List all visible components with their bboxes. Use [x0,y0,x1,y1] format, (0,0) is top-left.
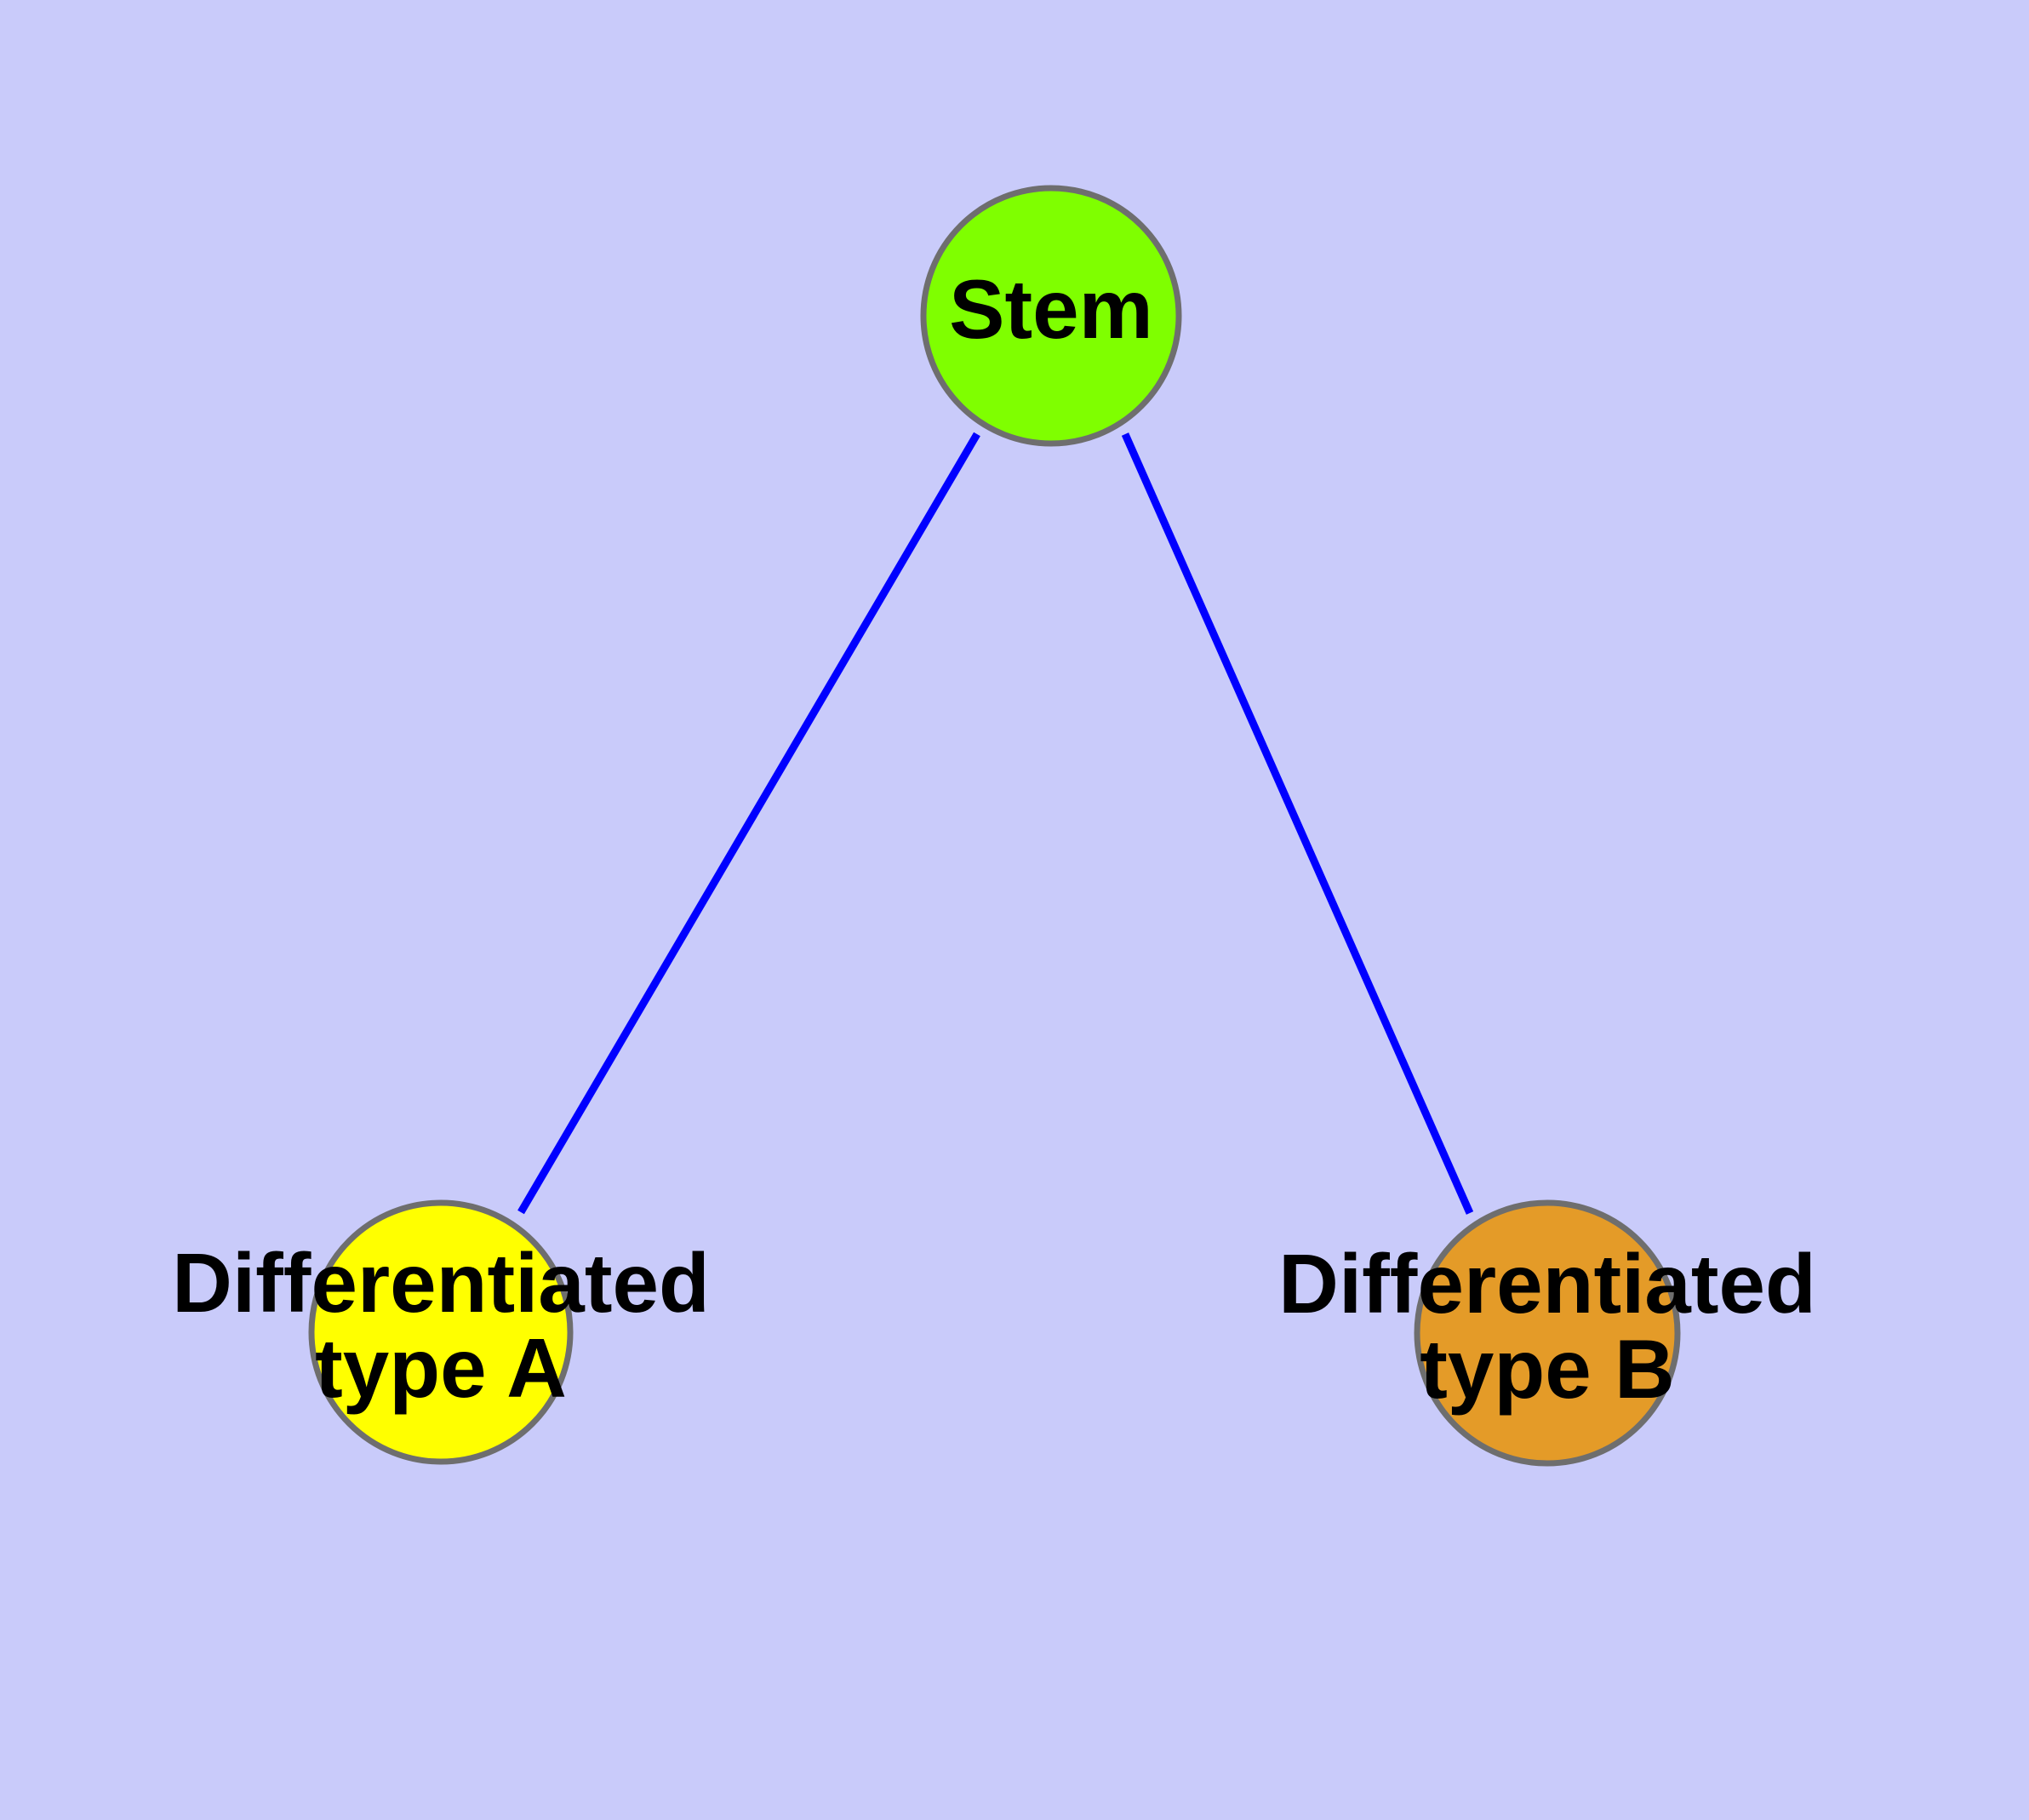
node-label-line: Differentiated [1278,1237,1816,1331]
node-label-line: type A [315,1321,567,1415]
node-label-stem: Stem [949,262,1153,356]
node-stem[interactable] [920,185,1182,447]
node-label-line: Differentiated [172,1236,710,1330]
edge-layer [517,432,1474,1215]
node-differentiated-type-b[interactable] [1414,1199,1681,1467]
edge-stem-to-differentiated-type-b[interactable] [1121,432,1474,1215]
node-layer [308,185,1681,1467]
node-differentiated-type-a[interactable] [308,1199,574,1465]
edge-stem-to-differentiated-type-a[interactable] [517,432,980,1215]
node-label-line: type B [1420,1322,1675,1416]
node-label-line: Stem [949,262,1153,356]
